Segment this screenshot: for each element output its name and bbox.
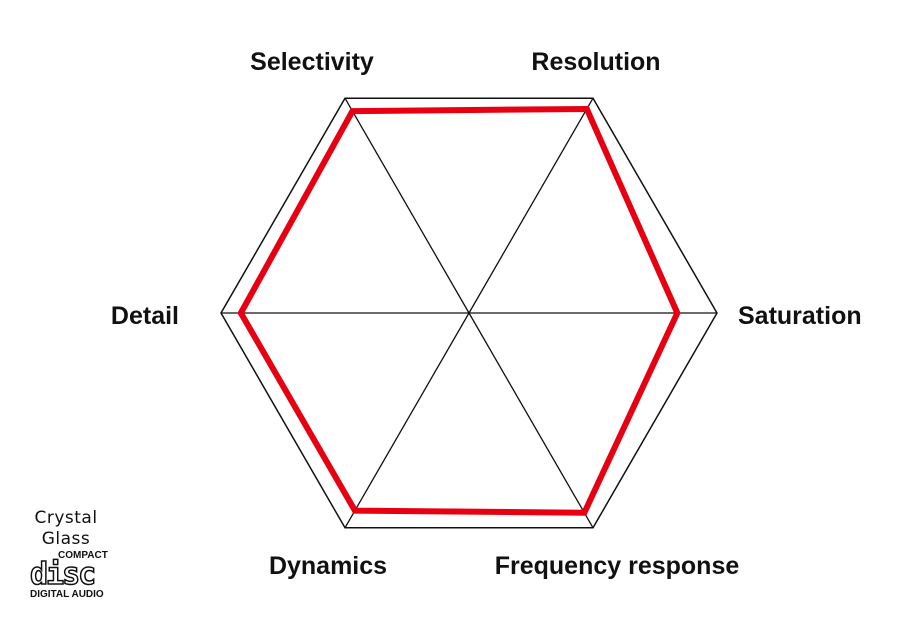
radar-spoke bbox=[468, 97, 594, 314]
series-polygon bbox=[237, 105, 681, 516]
radar-spoke bbox=[344, 97, 470, 314]
axis-label: Dynamics bbox=[269, 552, 387, 580]
logo: Crystal Glass COMPACT disc DIGITAL AUDIO bbox=[29, 508, 110, 600]
compact-disc-logo: COMPACT disc DIGITAL AUDIO bbox=[29, 550, 110, 600]
axis-label: Saturation bbox=[738, 302, 862, 330]
axis-label: Resolution bbox=[531, 48, 660, 76]
axis-label: Detail bbox=[111, 302, 179, 330]
compact-text: COMPACT bbox=[58, 550, 108, 561]
disc-word: disc bbox=[29, 557, 97, 592]
logo-line2: Glass bbox=[41, 529, 91, 549]
radar-spoke bbox=[468, 312, 594, 529]
axis-label: Frequency response bbox=[495, 552, 740, 580]
radar-spoke bbox=[344, 312, 470, 529]
logo-line1: Crystal bbox=[34, 508, 98, 528]
axis-label: Selectivity bbox=[250, 48, 374, 76]
digital-audio-text: DIGITAL AUDIO bbox=[30, 589, 104, 600]
